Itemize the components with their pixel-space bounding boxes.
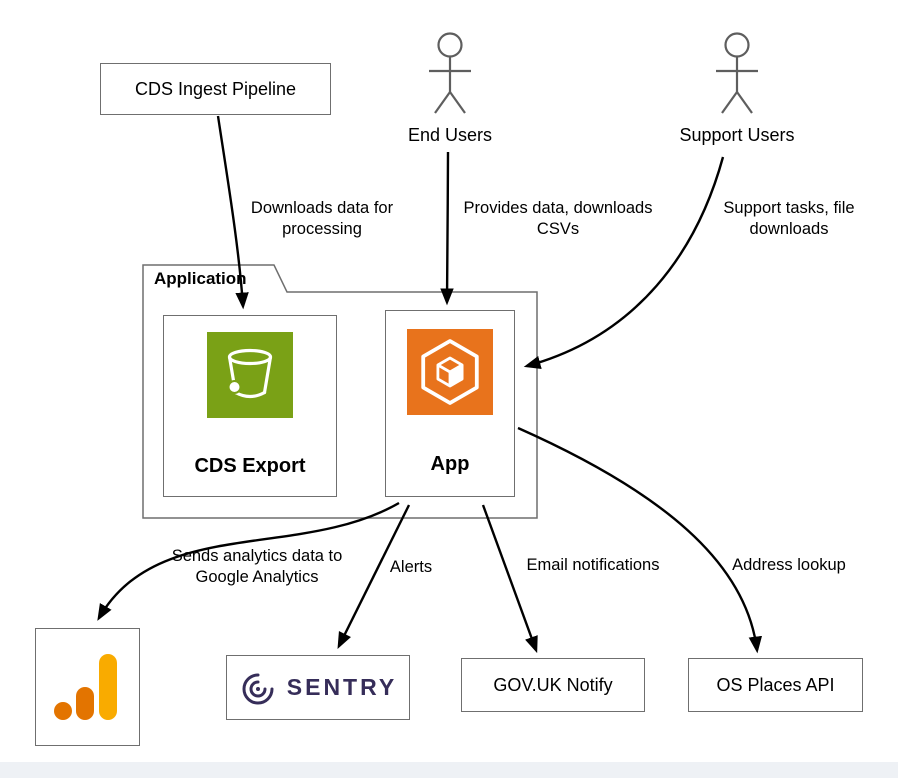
sentry-wordmark: SENTRY — [286, 674, 398, 700]
support-users-label: Support Users — [679, 125, 795, 145]
node-google-analytics — [35, 628, 140, 746]
edge-app-to-os-places — [517, 426, 762, 654]
end-users-label: End Users — [407, 125, 493, 145]
google-analytics-logo — [53, 654, 117, 720]
cds-ingest-pipeline-label: CDS Ingest Pipeline — [134, 78, 297, 99]
edge-label-app-to-govuk-notify: Email notifications — [526, 556, 660, 574]
edge-label-app-to-google-analytics: Sends analytics data to Google Analytics — [171, 547, 343, 586]
node-app: App — [385, 310, 515, 497]
support-users-actor-icon — [716, 32, 758, 114]
app-label: App — [430, 453, 470, 475]
aws-s3-bucket-icon — [207, 332, 293, 418]
sentry-logo — [242, 673, 274, 704]
edge-label-support-users-to-app: Support tasks, file downloads — [723, 199, 855, 238]
node-os-places-api: OS Places API — [688, 658, 863, 712]
node-govuk-notify: GOV.UK Notify — [461, 658, 645, 712]
end-users-actor-icon — [429, 32, 471, 114]
edge-support-users-to-app — [523, 156, 725, 369]
aws-ecs-icon — [407, 329, 493, 415]
node-sentry: SENTRY — [226, 655, 410, 720]
edge-label-app-to-sentry: Alerts — [389, 558, 433, 576]
cds-export-label: CDS Export — [194, 455, 306, 477]
application-boundary-label: Application — [154, 269, 247, 288]
page-bottom-edge — [0, 762, 898, 778]
edge-label-app-to-os-places: Address lookup — [732, 556, 846, 574]
edge-label-end-users-to-app: Provides data, downloads CSVs — [463, 199, 653, 238]
edge-app-to-govuk-notify — [481, 504, 538, 654]
node-cds-export: CDS Export — [163, 315, 337, 497]
os-places-api-label: OS Places API — [716, 674, 835, 695]
govuk-notify-label: GOV.UK Notify — [493, 674, 613, 695]
node-cds-ingest-pipeline: CDS Ingest Pipeline — [100, 63, 331, 115]
edge-label-ingest-to-cds-export: Downloads data for processing — [250, 199, 394, 238]
